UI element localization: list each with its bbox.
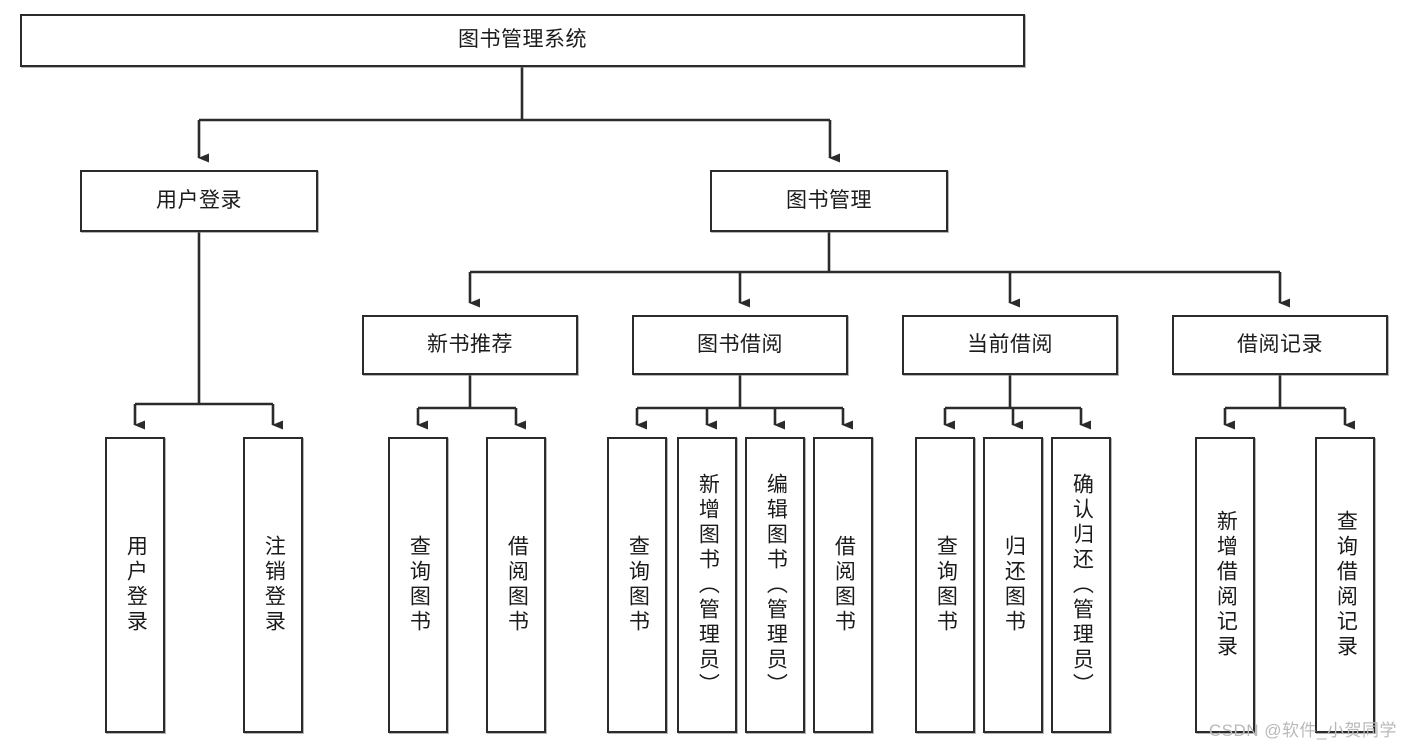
leaf-add-book-admin-label: 新增图书（管理员） <box>696 472 720 698</box>
leaf-edit-book-admin[interactable]: 编辑图书（管理员） <box>745 437 805 733</box>
node-borrow-record-label: 借阅记录 <box>1237 332 1323 356</box>
leaf-query-book-borrow-label: 查询图书 <box>626 535 650 635</box>
leaf-borrow-book[interactable]: 借阅图书 <box>813 437 873 733</box>
node-root-label: 图书管理系统 <box>458 28 587 52</box>
edge-group-current-borrow <box>943 375 1091 430</box>
leaf-edit-book-admin-label: 编辑图书（管理员） <box>764 472 788 698</box>
leaf-borrow-book-label: 借阅图书 <box>832 535 856 635</box>
leaf-query-book-recommend-label: 查询图书 <box>407 535 431 635</box>
edge-group-root <box>197 67 840 163</box>
leaf-return-book-label: 归还图书 <box>1002 535 1026 635</box>
node-root[interactable]: 图书管理系统 <box>20 14 1025 67</box>
leaf-query-book-current-label: 查询图书 <box>934 535 958 635</box>
leaf-logout[interactable]: 注销登录 <box>243 437 303 733</box>
edge-group-borrow-records <box>1223 375 1355 430</box>
node-new-book-recommend[interactable]: 新书推荐 <box>362 315 578 375</box>
leaf-query-book-current[interactable]: 查询图书 <box>915 437 975 733</box>
leaf-confirm-return-admin-label: 确认归还（管理员） <box>1070 472 1094 698</box>
leaf-user-login-label: 用户登录 <box>124 535 148 635</box>
node-book-borrow[interactable]: 图书借阅 <box>632 315 848 375</box>
watermark-text: CSDN @软件_小贺同学 <box>1208 721 1397 740</box>
leaf-confirm-return-admin[interactable]: 确认归还（管理员） <box>1051 437 1111 733</box>
leaf-query-borrow-record[interactable]: 查询借阅记录 <box>1315 437 1375 733</box>
edge-group-borrow <box>635 375 853 430</box>
node-user-login[interactable]: 用户登录 <box>80 170 318 232</box>
edge-group-book-mgmt <box>468 232 1290 308</box>
leaf-query-book-borrow[interactable]: 查询图书 <box>607 437 667 733</box>
node-book-management-label: 图书管理 <box>786 188 872 212</box>
leaf-borrow-book-recommend[interactable]: 借阅图书 <box>486 437 546 733</box>
leaf-query-borrow-record-label: 查询借阅记录 <box>1334 510 1358 660</box>
node-current-borrow[interactable]: 当前借阅 <box>902 315 1118 375</box>
leaf-return-book[interactable]: 归还图书 <box>983 437 1043 733</box>
leaf-add-borrow-record[interactable]: 新增借阅记录 <box>1195 437 1255 733</box>
edge-group-new-books <box>416 375 526 430</box>
leaf-user-login[interactable]: 用户登录 <box>105 437 165 733</box>
node-new-book-recommend-label: 新书推荐 <box>427 332 513 356</box>
leaf-add-borrow-record-label: 新增借阅记录 <box>1214 510 1238 660</box>
leaf-logout-label: 注销登录 <box>262 535 286 635</box>
node-user-login-label: 用户登录 <box>156 188 242 212</box>
leaf-borrow-book-recommend-label: 借阅图书 <box>505 535 529 635</box>
edge-group-user-login <box>133 232 283 430</box>
node-book-management[interactable]: 图书管理 <box>710 170 948 232</box>
node-borrow-record[interactable]: 借阅记录 <box>1172 315 1388 375</box>
node-book-borrow-label: 图书借阅 <box>697 332 783 356</box>
leaf-add-book-admin[interactable]: 新增图书（管理员） <box>677 437 737 733</box>
leaf-query-book-recommend[interactable]: 查询图书 <box>388 437 448 733</box>
node-current-borrow-label: 当前借阅 <box>967 332 1053 356</box>
